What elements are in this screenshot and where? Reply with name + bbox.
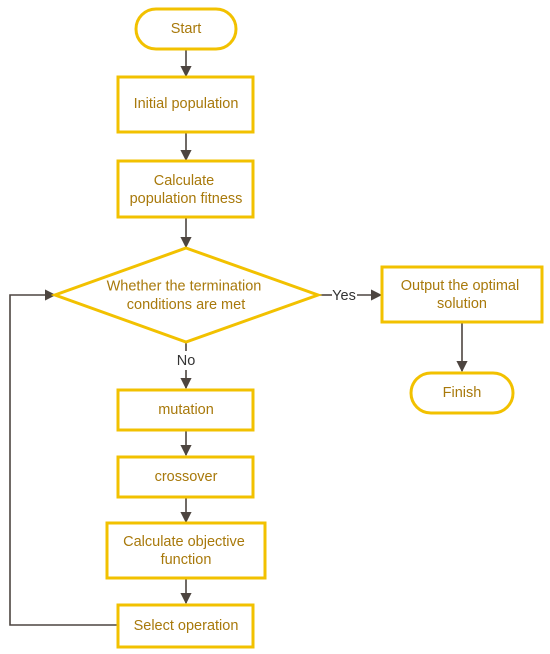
connectors bbox=[9, 50, 468, 626]
mutation-box bbox=[116, 388, 255, 432]
population-fitness-node: Calculate population fitness bbox=[116, 159, 255, 219]
finish-label: Finish bbox=[443, 385, 482, 401]
initial-population-node: Initial population bbox=[116, 75, 255, 134]
initial-population-box bbox=[116, 75, 255, 134]
population-fitness-box bbox=[116, 159, 255, 219]
output-solution-node: Output the optimal solution bbox=[380, 265, 544, 324]
objective-function-node: Calculate objective function bbox=[105, 521, 267, 580]
select-operation-node: Select operation bbox=[116, 603, 255, 649]
output-solution-box bbox=[380, 265, 544, 324]
start-node: Start bbox=[134, 7, 238, 51]
arrow-select-loop-back-to-decision bbox=[9, 289, 118, 626]
crossover-node: crossover bbox=[116, 455, 255, 499]
mutation-node: mutation bbox=[116, 388, 255, 432]
start-terminal-shape bbox=[134, 7, 238, 51]
select-operation-label: Select operation bbox=[134, 618, 239, 634]
mutation-label: mutation bbox=[158, 402, 214, 418]
termination-decision-label: Whether the termination conditions are m… bbox=[107, 278, 266, 313]
finish-terminal-shape bbox=[409, 371, 515, 415]
yes-label: Yes bbox=[332, 288, 356, 304]
no-label: No bbox=[177, 353, 196, 369]
termination-decision-node: Whether the termination conditions are m… bbox=[50, 246, 323, 344]
objective-function-box bbox=[105, 521, 267, 580]
finish-node: Finish bbox=[409, 371, 515, 415]
initial-population-label: Initial population bbox=[134, 96, 239, 112]
select-operation-box bbox=[116, 603, 255, 649]
start-label: Start bbox=[171, 21, 202, 37]
objective-function-label: Calculate objective function bbox=[123, 534, 249, 568]
crossover-label: crossover bbox=[155, 469, 218, 485]
output-solution-label: Output the optimal solution bbox=[401, 278, 524, 312]
termination-decision-diamond bbox=[50, 246, 323, 344]
crossover-box bbox=[116, 455, 255, 499]
population-fitness-label: Calculate population fitness bbox=[130, 173, 243, 207]
